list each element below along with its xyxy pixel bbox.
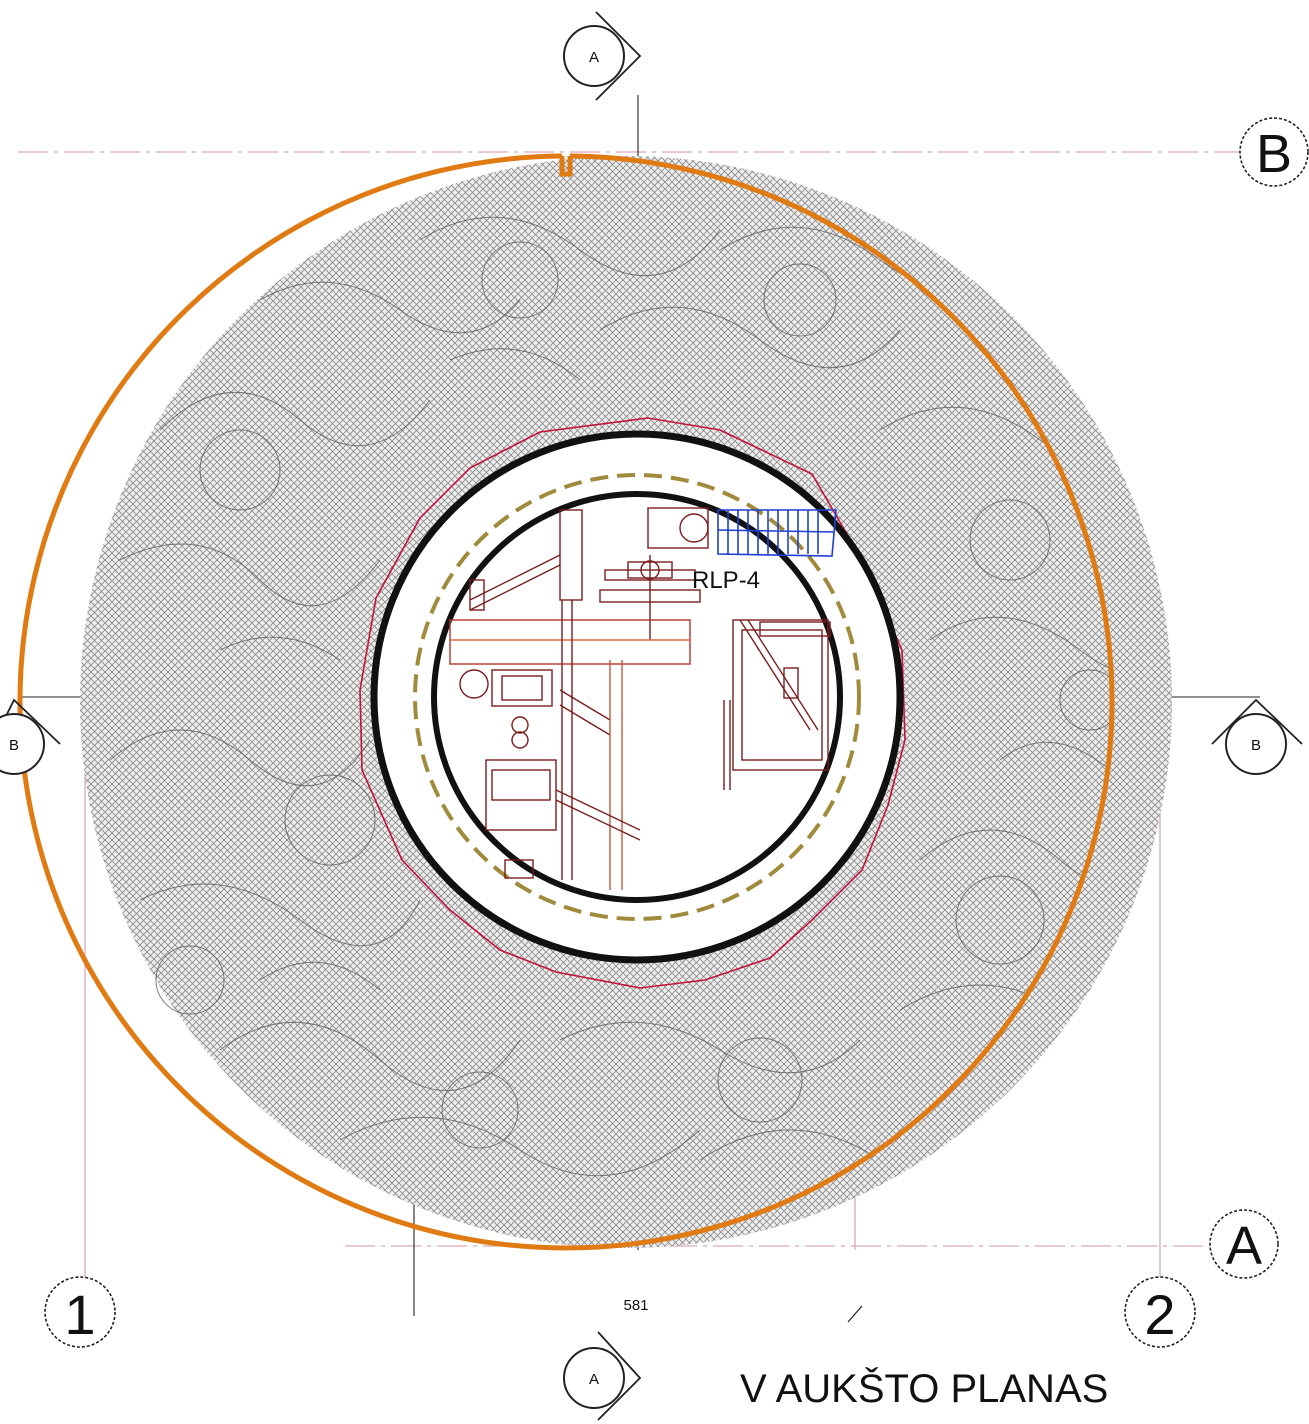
- room-tag: RLP-4: [692, 567, 760, 594]
- svg-text:B: B: [9, 737, 19, 754]
- svg-text:A: A: [1226, 1216, 1262, 1276]
- svg-text:B: B: [1251, 737, 1261, 754]
- grid-bubble-a[interactable]: A: [1209, 1209, 1279, 1279]
- svg-text:1: 1: [64, 1283, 95, 1346]
- stair-element: [717, 509, 837, 557]
- dimension-note: 581: [623, 1297, 648, 1314]
- outer-wall-outline: [17, 153, 1115, 1251]
- shaft-outer-ring: [370, 430, 904, 964]
- equipment-layout: [449, 507, 831, 890]
- section-marker-a-top[interactable]: A: [563, 11, 642, 101]
- section-marker-b-left[interactable]: B: [0, 698, 61, 775]
- drawing-title: V AUKŠTO PLANAS: [740, 1366, 1108, 1411]
- tick-mark: [847, 1305, 863, 1323]
- shaft-interior: [373, 433, 901, 961]
- grid-bubble-2[interactable]: 2: [1124, 1276, 1196, 1348]
- section-marker-b-right[interactable]: B: [1211, 698, 1303, 775]
- shaft-inner-ring: [431, 491, 843, 903]
- rock-contours: [109, 216, 1112, 1182]
- svg-text:A: A: [589, 49, 599, 66]
- section-marker-a-bottom[interactable]: A: [563, 1331, 642, 1421]
- grid-bubble-1[interactable]: 1: [44, 1276, 116, 1348]
- shaft-dashed-ring: [413, 473, 861, 921]
- svg-text:B: B: [1256, 124, 1292, 184]
- svg-text:2: 2: [1144, 1283, 1175, 1346]
- svg-text:A: A: [589, 1371, 599, 1388]
- grid-bubble-b[interactable]: B: [1239, 117, 1309, 187]
